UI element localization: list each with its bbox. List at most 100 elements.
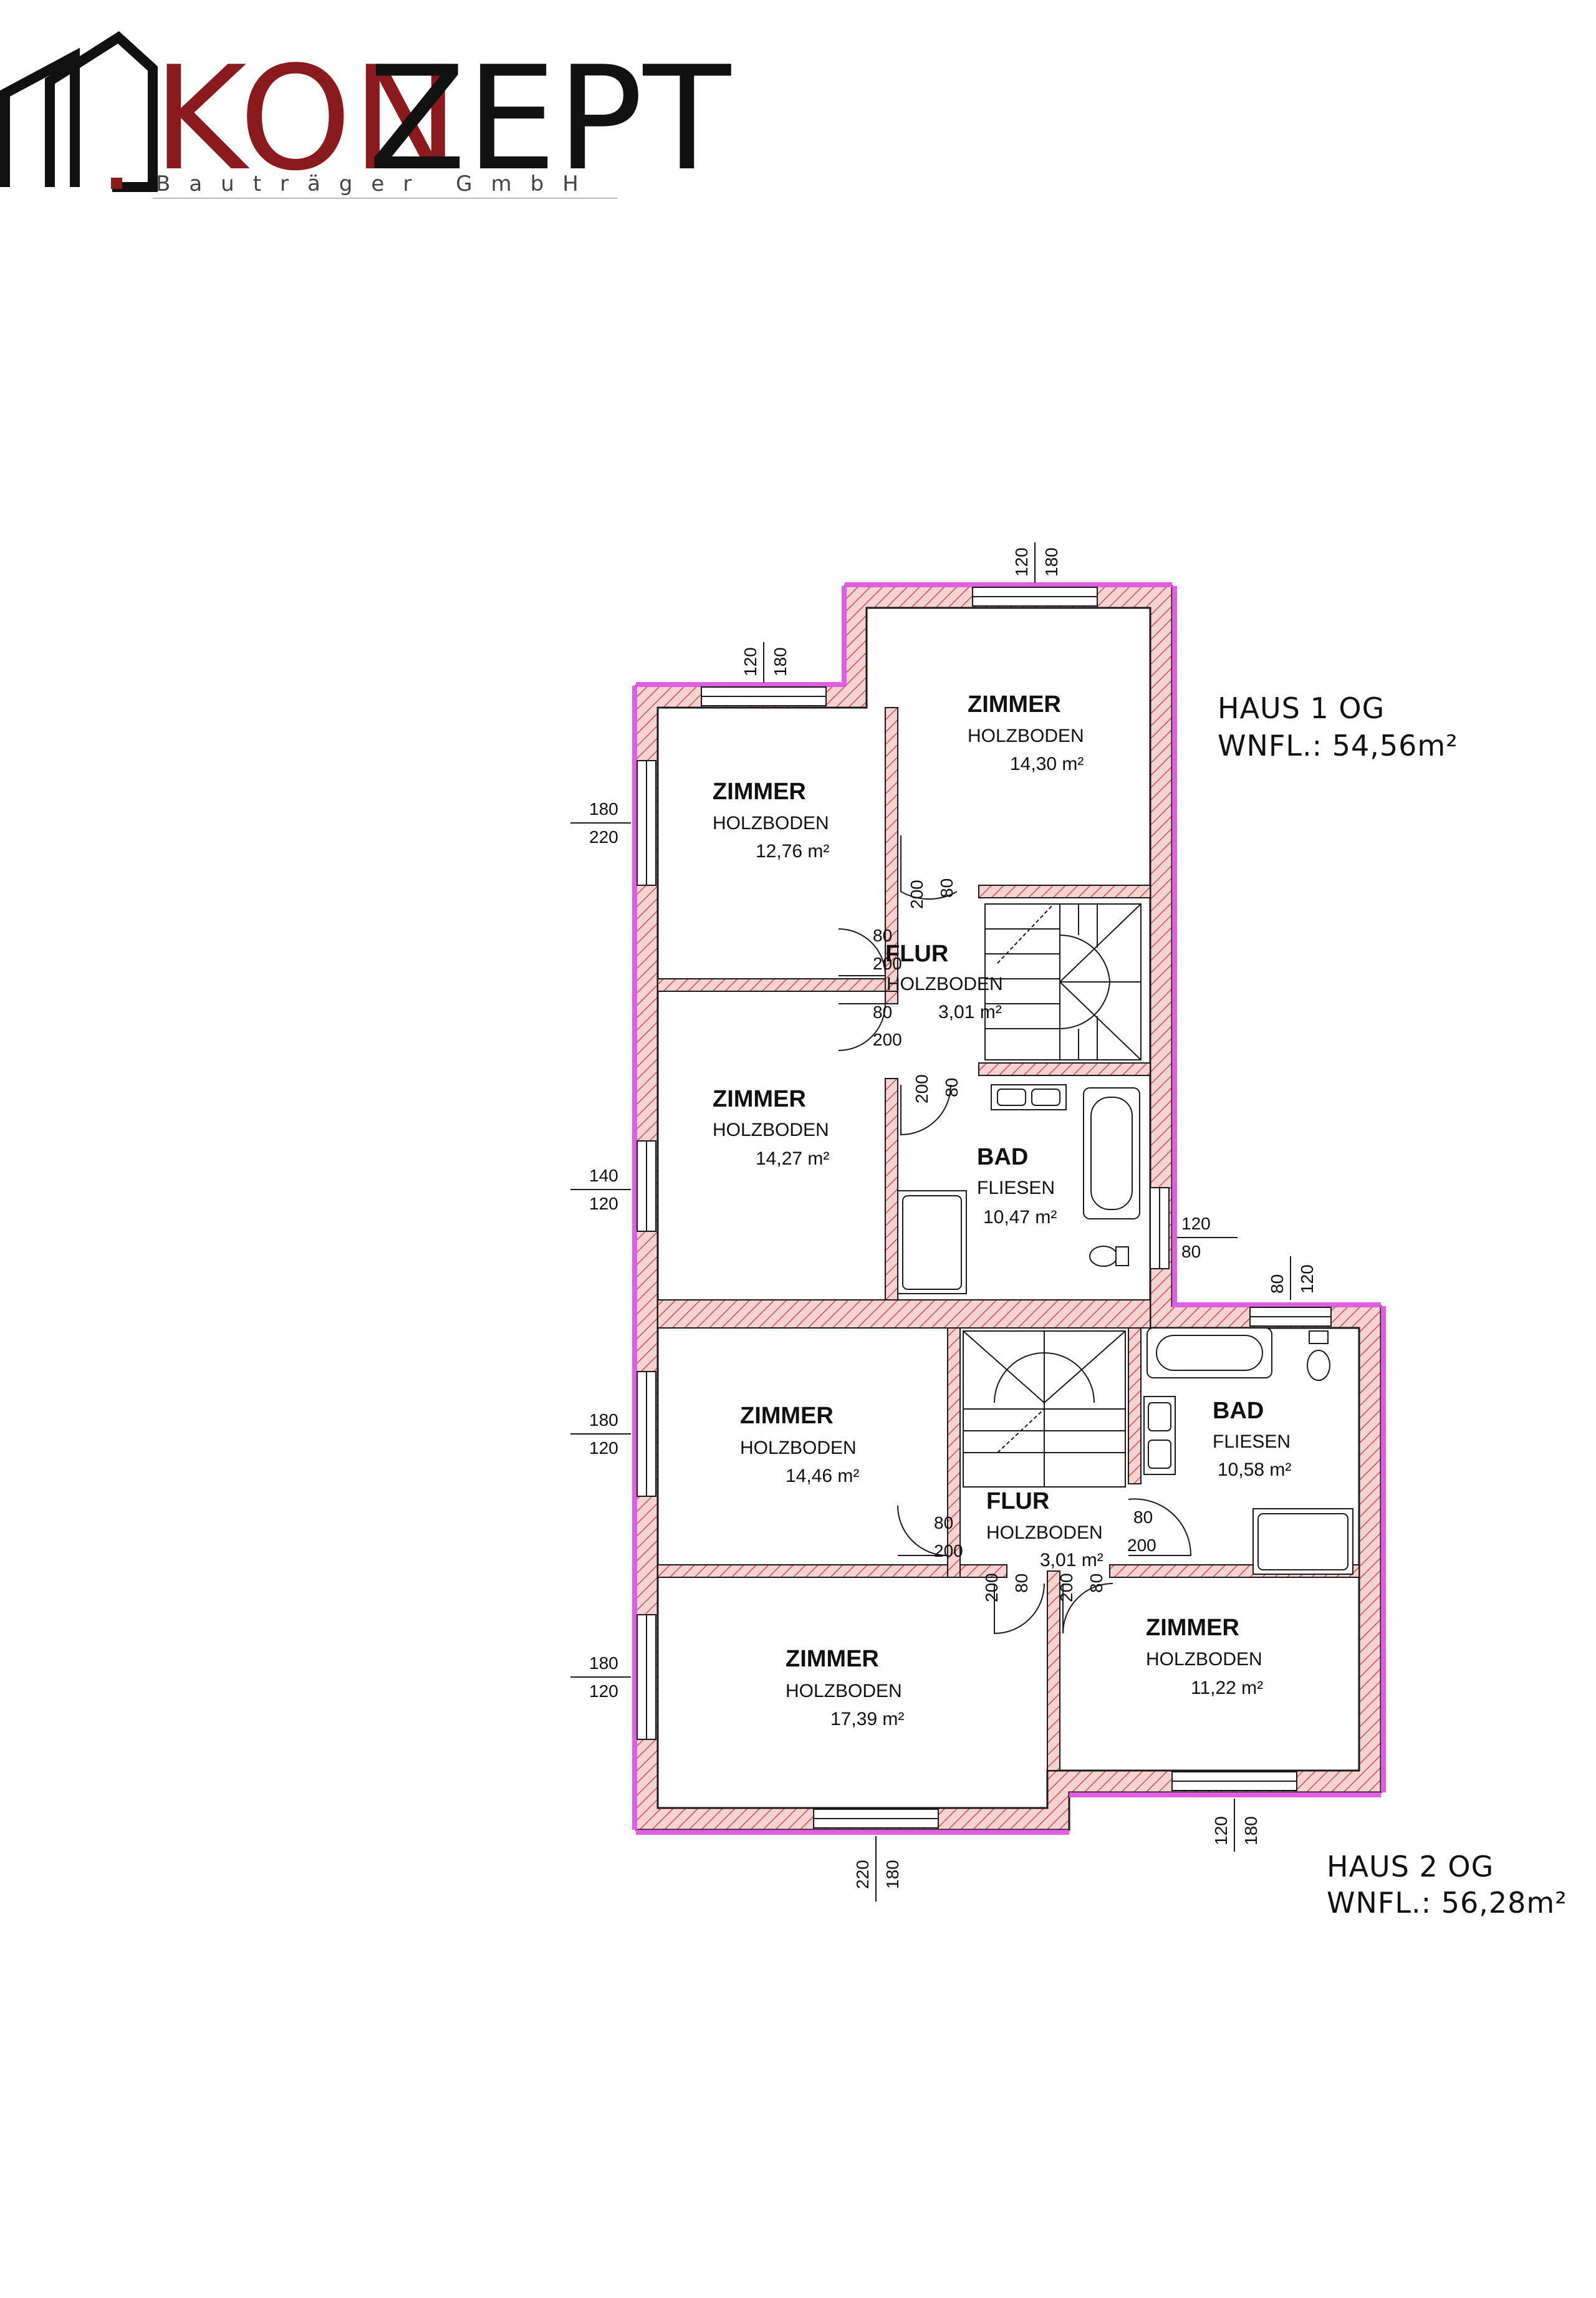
room-area: 10,58 m² [1218, 1459, 1291, 1480]
room-h2-bad: BAD FLIESEN 10,58 m² [1213, 1398, 1291, 1480]
bathroom-fixtures [897, 1084, 1353, 1575]
door-dim-label: 200 [1057, 1573, 1076, 1602]
logo-square-icon [111, 178, 122, 189]
dim-label: 120 [1297, 1264, 1317, 1294]
interior-walls [657, 707, 1360, 1771]
haus2-label: HAUS 2 OG [1327, 1850, 1494, 1883]
windows [637, 587, 1332, 1829]
room-name: ZIMMER [968, 691, 1061, 718]
door-dim-label: 80 [1087, 1574, 1106, 1593]
room-name: FLUR [885, 941, 948, 967]
dim-label: 220 [589, 827, 618, 847]
door-dim-label: 200 [1127, 1536, 1156, 1555]
room-h1-flur: FLUR HOLZBODEN 3,01 m² [885, 941, 1003, 1022]
door-dim-label: 200 [907, 880, 926, 909]
outer-walls [632, 582, 1386, 1835]
dim-label: 120 [741, 647, 760, 676]
haus2-area: WNFL.: 56,28m² [1327, 1886, 1567, 1920]
door-dim-label: 200 [934, 1541, 963, 1560]
dim-label: 120 [1181, 1214, 1211, 1233]
dim-label: 180 [1241, 1816, 1261, 1845]
door-dim-label: 80 [873, 926, 892, 945]
room-floor: HOLZBODEN [786, 1681, 902, 1701]
room-h2-flur: FLUR HOLZBODEN 3,01 m² [986, 1488, 1103, 1570]
door-dimension-labels: 200 80 80 200 80 200 200 80 80 200 80 20… [873, 878, 1156, 1602]
room-floor: FLIESEN [1213, 1431, 1291, 1452]
room-name: BAD [977, 1144, 1028, 1170]
room-floor: HOLZBODEN [968, 726, 1084, 746]
dim-label: 180 [589, 799, 618, 819]
door-dim-label: 80 [942, 1078, 961, 1097]
room-area: 10,47 m² [983, 1207, 1057, 1228]
room-area: 14,30 m² [1010, 754, 1084, 774]
door-dim-label: 80 [934, 1513, 953, 1532]
room-h1-zimmer-w: ZIMMER HOLZBODEN 14,27 m² [713, 1086, 829, 1169]
dim-label: 180 [883, 1860, 902, 1889]
door-dim-label: 80 [1012, 1574, 1031, 1593]
house-logo-icon [0, 31, 158, 192]
room-name: ZIMMER [713, 1086, 806, 1112]
dim-label: 120 [1211, 1816, 1231, 1845]
room-floor: HOLZBODEN [740, 1438, 857, 1458]
room-name: BAD [1213, 1398, 1264, 1424]
dim-label: 140 [589, 1166, 618, 1185]
dim-label: 180 [589, 1653, 618, 1673]
door-dim-label: 80 [1133, 1507, 1153, 1527]
room-area: 11,22 m² [1191, 1678, 1263, 1698]
door-swings [838, 835, 1192, 1635]
door-dim-label: 200 [873, 1030, 902, 1049]
room-floor: HOLZBODEN [986, 1522, 1103, 1543]
door-dim-label: 200 [982, 1573, 1001, 1602]
room-floor: HOLZBODEN [713, 1120, 829, 1140]
toilet-2-icon [1307, 1350, 1330, 1381]
haus2-summary: HAUS 2 OG WNFL.: 56,28m² [1327, 1850, 1567, 1920]
dim-label: 80 [1267, 1274, 1287, 1294]
room-h1-zimmer-nw: ZIMMER HOLZBODEN 12,76 m² [713, 779, 829, 862]
haus1-label: HAUS 1 OG [1218, 691, 1385, 725]
logo-subtitle: Bauträger GmbH [156, 171, 597, 196]
toilet-icon [1089, 1246, 1118, 1267]
room-area: 3,01 m² [938, 1002, 1002, 1022]
room-name: ZIMMER [740, 1403, 834, 1429]
room-h2-zimmer-se: ZIMMER HOLZBODEN 11,22 m² [1146, 1615, 1263, 1698]
stairs-haus1 [984, 903, 1142, 1060]
dim-label: 180 [589, 1410, 618, 1430]
dim-label: 180 [1042, 547, 1061, 577]
logo-text-zept: ZEPT [368, 36, 732, 203]
room-floor: FLIESEN [977, 1178, 1055, 1198]
dim-label: 120 [1012, 547, 1031, 577]
room-floor: HOLZBODEN [887, 974, 1003, 994]
logo-text-kon: KON [153, 36, 459, 203]
room-floor: HOLZBODEN [1146, 1649, 1262, 1670]
door-dim-label: 200 [912, 1074, 931, 1103]
dim-label: 120 [589, 1438, 618, 1458]
dim-label: 220 [853, 1860, 872, 1889]
room-h1-bad: BAD FLIESEN 10,47 m² [977, 1144, 1057, 1228]
haus1-area: WNFL.: 54,56m² [1218, 729, 1458, 762]
room-area: 17,39 m² [830, 1709, 904, 1729]
room-area: 14,46 m² [786, 1466, 859, 1486]
dim-label: 120 [589, 1194, 618, 1213]
dim-label: 80 [1181, 1242, 1201, 1261]
room-area: 12,76 m² [756, 841, 829, 862]
room-h2-zimmer-nw: ZIMMER HOLZBODEN 14,46 m² [740, 1403, 859, 1486]
door-dim-label: 80 [937, 878, 956, 898]
door-dim-label: 200 [873, 954, 902, 973]
room-floor: HOLZBODEN [713, 813, 829, 834]
room-h1-zimmer-ne: ZIMMER HOLZBODEN 14,30 m² [968, 691, 1084, 774]
room-area: 14,27 m² [756, 1148, 829, 1169]
room-name: ZIMMER [713, 779, 806, 805]
room-area: 3,01 m² [1040, 1550, 1103, 1570]
haus1-summary: HAUS 1 OG WNFL.: 54,56m² [1218, 691, 1458, 762]
dim-label: 180 [771, 647, 790, 676]
stairs-haus2 [963, 1330, 1126, 1488]
room-name: FLUR [986, 1488, 1049, 1514]
dimension-labels: 120 180 120 180 180 220 140 120 180 120 … [570, 542, 1317, 1901]
room-name: ZIMMER [786, 1646, 879, 1672]
room-h2-zimmer-sw: ZIMMER HOLZBODEN 17,39 m² [786, 1646, 904, 1729]
door-dim-label: 80 [873, 1002, 892, 1022]
company-logo: KON ZEPT Bauträger GmbH [0, 31, 732, 203]
room-name: ZIMMER [1146, 1615, 1239, 1641]
dim-label: 120 [589, 1681, 618, 1701]
